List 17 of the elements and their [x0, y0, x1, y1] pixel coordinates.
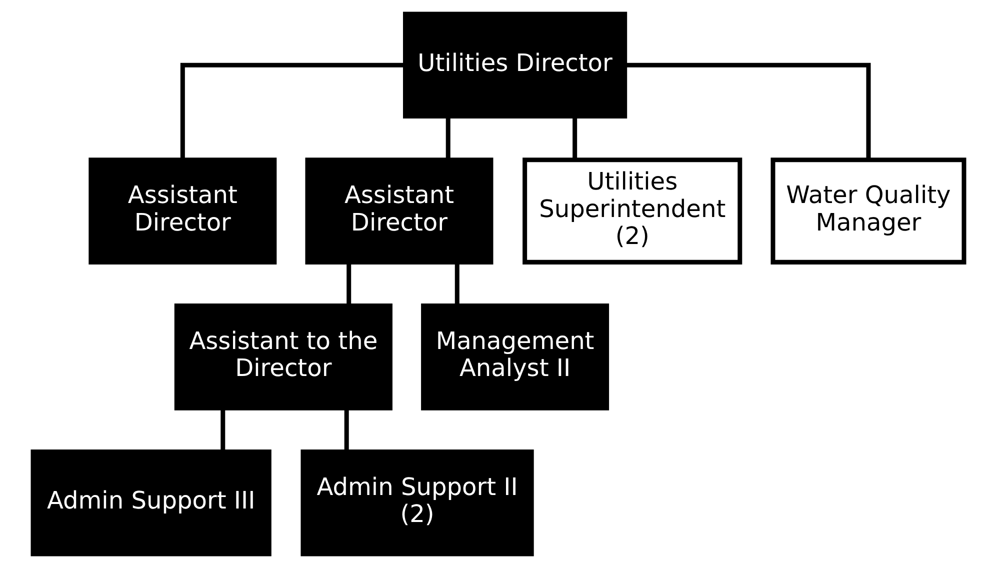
- node-box: Assistant Director: [88, 158, 276, 264]
- connector: [180, 62, 404, 160]
- node-box: Management Analyst II: [420, 304, 609, 410]
- node-box: Water Quality Manager: [770, 158, 966, 264]
- connector: [344, 408, 348, 452]
- connector: [220, 408, 225, 452]
- connector: [346, 262, 351, 306]
- node-box: Admin Support II (2): [300, 449, 534, 556]
- connector: [454, 262, 459, 306]
- connector: [445, 116, 450, 160]
- connector: [624, 62, 870, 160]
- connector: [572, 116, 577, 160]
- node-box: Admin Support III: [30, 449, 271, 556]
- node-box: Assistant Director: [304, 158, 493, 264]
- node-box: Utilities Director: [402, 12, 627, 119]
- node-box: Assistant to the Director: [174, 304, 392, 410]
- node-box: Utilities Superintendent (2): [522, 158, 742, 264]
